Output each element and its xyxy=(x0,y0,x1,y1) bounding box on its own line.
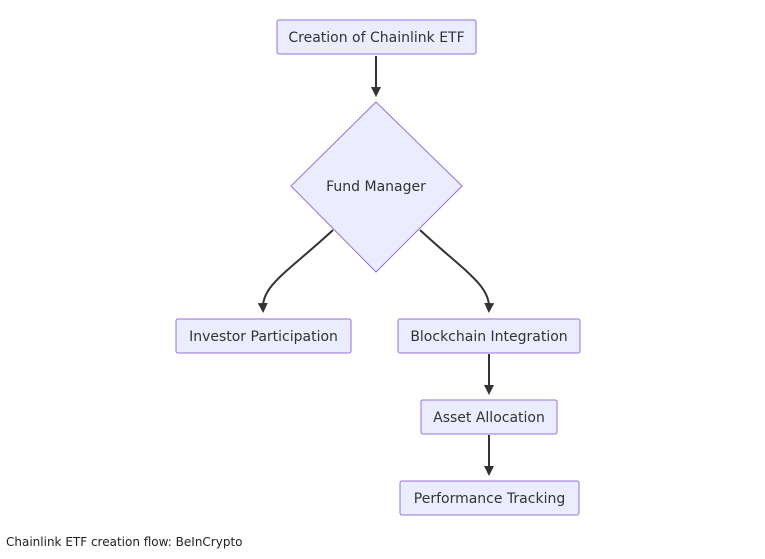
node-asset: Asset Allocation xyxy=(420,399,558,435)
node-blockchain: Blockchain Integration xyxy=(397,318,581,354)
node-performance-label: Performance Tracking xyxy=(414,491,565,507)
node-asset-label: Asset Allocation xyxy=(433,410,545,426)
node-creation: Creation of Chainlink ETF xyxy=(276,19,477,55)
node-blockchain-label: Blockchain Integration xyxy=(410,329,567,345)
image-caption: Chainlink ETF creation flow: BeInCrypto xyxy=(6,535,243,549)
edge-fund-manager-to-investor xyxy=(257,229,334,313)
node-investor-label: Investor Participation xyxy=(189,329,338,345)
edge-fund-manager-to-blockchain xyxy=(419,229,495,313)
node-creation-label: Creation of Chainlink ETF xyxy=(288,30,464,46)
node-fund-manager: Fund Manager xyxy=(290,101,463,273)
node-fund-manager-label: Fund Manager xyxy=(326,179,426,195)
node-investor: Investor Participation xyxy=(175,318,352,354)
node-performance: Performance Tracking xyxy=(399,480,580,516)
